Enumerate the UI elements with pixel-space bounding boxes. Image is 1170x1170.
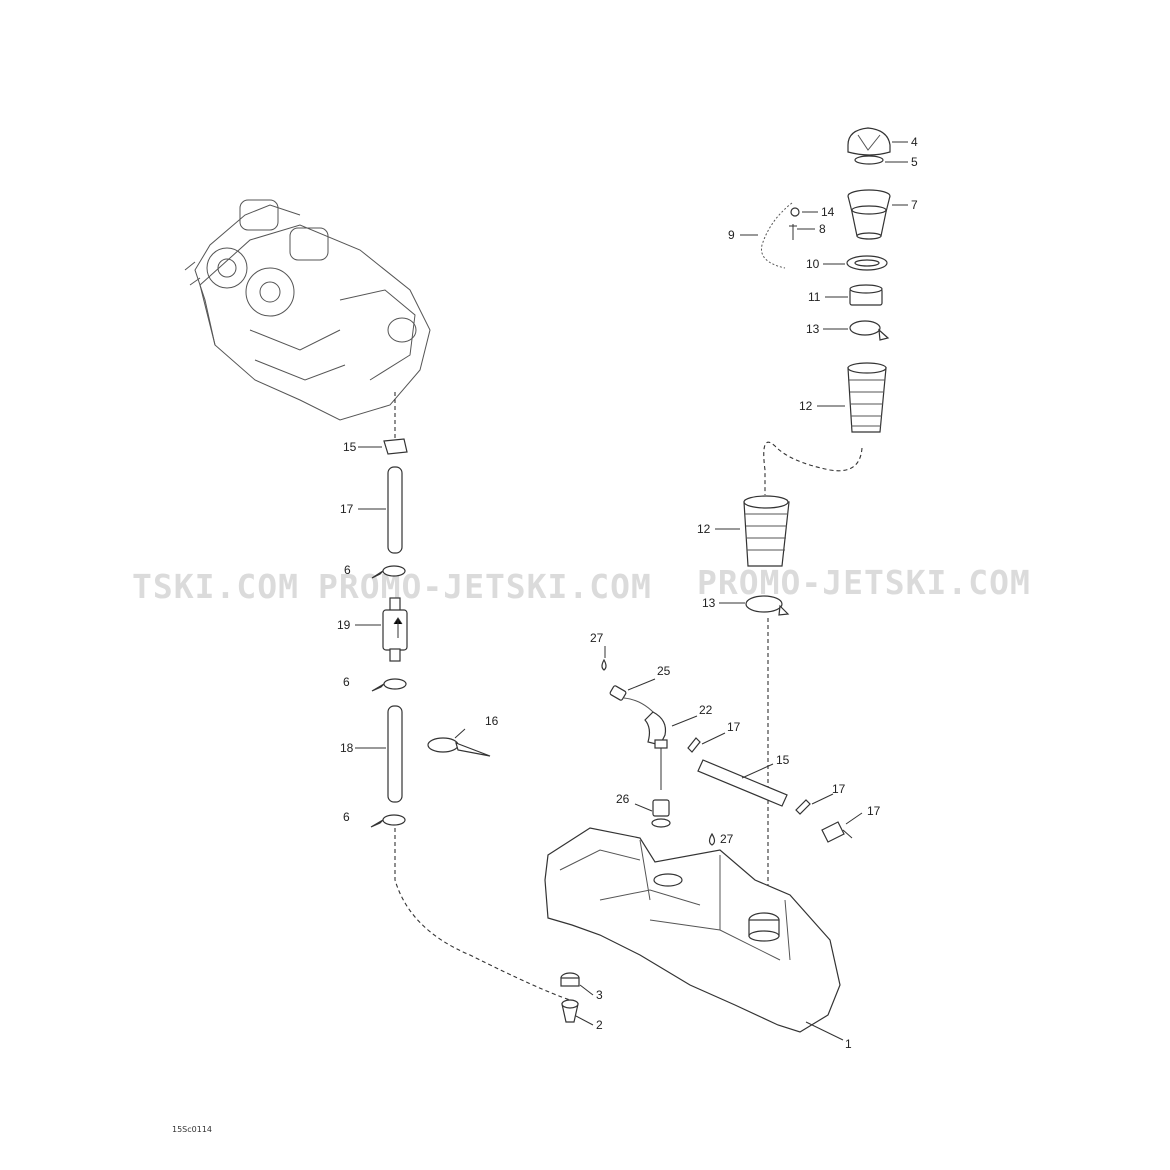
part-17b [687,737,701,753]
part-7 [847,189,891,240]
part-18 [821,821,853,843]
diagram-reference-code: 15Sc0114 [172,1125,212,1134]
engine-illustration [184,199,431,421]
watermark-left: TSKI.COM [132,567,299,606]
callout-6a: 6 [344,563,351,577]
leader-lines [355,141,908,1041]
watermark-center: PROMO-JETSKI.COM [318,567,652,606]
part-20 [382,597,408,662]
callout-3: 3 [596,988,603,1002]
part-14 [790,207,800,217]
callout-17c: 17 [832,782,846,796]
part-19a [387,466,403,554]
part-26 [708,832,716,846]
callout-15: 15 [343,440,357,454]
part-27 [601,658,607,671]
callout-13b: 13 [702,596,716,610]
callout-26: 27 [720,832,734,846]
callout-25: 26 [616,792,630,806]
part-16 [697,759,788,807]
part-25 [651,799,671,828]
callout-1: 1 [845,1037,852,1051]
callout-27: 27 [590,631,604,645]
callout-21: 22 [699,703,713,717]
part-10 [846,255,888,271]
part-21 [644,711,668,790]
part-6c [370,814,406,828]
callout-14: 14 [821,205,835,219]
callout-17a: 16 [485,714,499,728]
callout-16: 15 [776,753,790,767]
callout-12b: 12 [697,522,711,536]
callout-4: 4 [911,135,918,149]
part-17c [795,799,811,815]
callout-22: 25 [657,664,671,678]
callout-10: 10 [806,257,820,271]
callout-6c: 6 [343,810,350,824]
part-1 [544,827,841,1033]
part-17a [427,737,491,757]
part-13a [849,320,890,341]
part-8 [789,224,797,240]
part-5 [854,155,884,165]
part-6b [371,678,407,692]
part-13b [745,595,790,616]
part-19b [387,705,403,803]
part-3 [560,972,580,987]
callout-6b: 6 [343,675,350,689]
callout-5: 5 [911,155,918,169]
watermark: TSKI.COM PROMO-JETSKI.COM PROMO-JETSKI.C… [132,563,1031,606]
callout-2: 2 [596,1018,603,1032]
callout-17b: 17 [727,720,741,734]
callout-8: 8 [819,222,826,236]
callout-9: 9 [728,228,735,242]
part-4 [847,127,891,156]
part-15 [383,438,408,455]
callouts: 15 17 6 19 6 18 6 16 4 5 7 9 14 8 10 11 … [337,135,918,1051]
part-6a [371,565,406,579]
callout-13a: 13 [806,322,820,336]
part-2 [561,999,579,1023]
part-12b [743,495,790,567]
callout-19a: 17 [340,502,354,516]
callout-19b: 18 [340,741,354,755]
callout-12a: 12 [799,399,813,413]
callout-11: 11 [808,290,821,304]
callout-20: 19 [337,618,351,632]
part-11 [849,284,883,306]
part-9 [760,202,793,269]
callout-7: 7 [911,198,918,212]
part-12a [847,362,887,433]
callout-18: 17 [867,804,881,818]
watermark-right: PROMO-JETSKI.COM [697,563,1031,602]
